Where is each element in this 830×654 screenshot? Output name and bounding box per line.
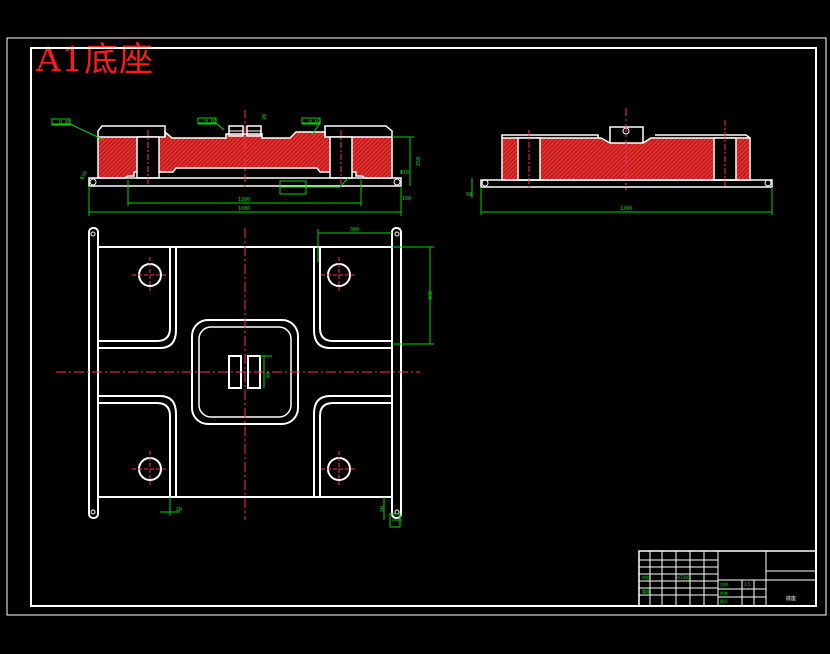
front-dim-flange-left: Φ10 bbox=[79, 170, 89, 181]
plan-rail-hole-bl bbox=[90, 509, 96, 515]
plan-rail-right bbox=[391, 227, 402, 519]
front-dim-overall-label: 1600 bbox=[238, 206, 250, 212]
front-foot-right bbox=[393, 178, 401, 186]
front-top-left-boss bbox=[97, 125, 166, 137]
plan-dim-right-bottom-box bbox=[389, 513, 401, 528]
front-tol-box-left bbox=[51, 118, 71, 126]
plan-dim-right-height-label: 480 bbox=[428, 291, 434, 300]
front-dim-right-offset: 100 bbox=[402, 196, 411, 202]
front-dim-height-label: 250 bbox=[416, 157, 422, 166]
front-tol-leader-left bbox=[52, 123, 105, 141]
front-dim-slot-depth: 20 bbox=[262, 114, 268, 120]
title-block: 底座 比例 1:5 件数 材料 HT200 重量 图号 bbox=[638, 550, 817, 607]
side-top-outline bbox=[501, 134, 751, 139]
plan-rail-left bbox=[88, 227, 99, 519]
front-top-right-boss bbox=[324, 125, 393, 137]
front-dim-inner-label: 1200 bbox=[238, 197, 250, 203]
plan-view: 300 480 40 20 20 bbox=[56, 227, 434, 528]
plan-dim-right-bottom-label: 20 bbox=[380, 506, 386, 512]
side-section-view: 1200 50 bbox=[466, 108, 773, 215]
plan-dim-bottom-offset-label: 20 bbox=[176, 507, 182, 513]
tb-cell-drawing-no: 图号 bbox=[720, 598, 728, 604]
plan-pocket-tr bbox=[313, 247, 392, 349]
tb-cell-material-val: HT200 bbox=[677, 575, 691, 580]
title-block-frame bbox=[638, 550, 817, 607]
side-dim-overall-label: 1200 bbox=[620, 206, 632, 212]
front-dim-flange-right: Φ10 bbox=[400, 170, 409, 176]
tb-cell-scale-val: 1:5 bbox=[744, 582, 751, 587]
tb-cell-name: 底座 bbox=[786, 595, 796, 602]
plan-pocket-br bbox=[313, 395, 392, 497]
front-tol-text-left: 0.02 bbox=[59, 120, 71, 126]
front-tol-text-right: 0.02 bbox=[309, 119, 321, 125]
inner-border bbox=[30, 47, 817, 607]
front-datum-leader bbox=[306, 177, 349, 188]
side-foot-right bbox=[764, 179, 772, 187]
tb-cell-count: 件数 bbox=[720, 590, 728, 596]
tb-cell-weight: 重量 bbox=[642, 588, 650, 594]
tb-cell-material: 材料 bbox=[642, 574, 650, 580]
side-foot-left bbox=[481, 179, 489, 187]
plan-dim-center-slot-label: 40 bbox=[266, 372, 272, 378]
front-tol-box-mid bbox=[197, 117, 217, 125]
front-foot-left bbox=[89, 178, 97, 186]
plan-dim-top-width-label: 300 bbox=[350, 227, 359, 233]
side-dim-height-label: 50 bbox=[466, 192, 472, 198]
front-section-view: 1600 1200 250 100 Φ10 Φ10 20 0.02 0.02 0… bbox=[51, 110, 422, 216]
plan-pocket-tl bbox=[98, 247, 177, 349]
drawing-title: A1底座 bbox=[36, 40, 155, 80]
plan-pocket-bl bbox=[98, 395, 177, 497]
plan-rail-hole-br bbox=[394, 509, 400, 515]
plan-rail-hole-tl bbox=[90, 231, 96, 237]
plan-rail-hole-tr bbox=[394, 231, 400, 237]
outer-border bbox=[6, 37, 827, 616]
front-tol-text-mid: 0.02 bbox=[205, 119, 217, 125]
tb-cell-scale: 比例 bbox=[720, 581, 728, 587]
front-tol-box-right bbox=[301, 117, 321, 125]
